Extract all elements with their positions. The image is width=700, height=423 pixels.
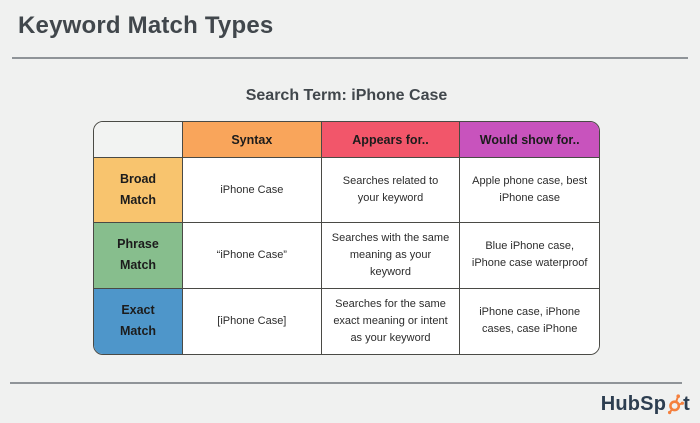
cell-phrase-syntax: “iPhone Case” [183, 223, 322, 289]
cell-phrase-would-show-for: Blue iPhone case, iPhone case waterproof [460, 223, 599, 289]
search-term-heading: Search Term: iPhone Case [245, 87, 448, 104]
hubspot-logo-suffix: t [683, 392, 690, 415]
row-header-phrase-match: Phrase Match [94, 223, 183, 289]
hubspot-logo-prefix: HubSp [600, 392, 667, 415]
keyword-match-table: Syntax Appears for.. Would show for.. Br… [93, 121, 600, 355]
bottom-divider [10, 382, 682, 384]
cell-exact-syntax: [iPhone Case] [183, 288, 322, 354]
top-divider [12, 57, 688, 59]
cell-exact-would-show-for: iPhone case, iPhone cases, case iPhone [460, 288, 599, 354]
page-title: Keyword Match Types [18, 12, 274, 39]
hubspot-logo: HubSp t [601, 391, 690, 417]
row-header-exact-match: Exact Match [94, 288, 183, 354]
hubspot-sprocket-icon [668, 394, 685, 415]
cell-broad-appears-for: Searches related to your keyword [321, 158, 461, 224]
cell-exact-appears-for: Searches for the same exact meaning or i… [321, 288, 461, 354]
column-header-appears-for: Appears for.. [321, 122, 461, 158]
cell-phrase-appears-for: Searches with the same meaning as your k… [321, 223, 461, 289]
column-header-syntax: Syntax [183, 122, 322, 158]
column-header-would-show-for: Would show for.. [460, 122, 599, 158]
row-header-broad-match: Broad Match [94, 158, 183, 224]
table-corner-cell [94, 122, 183, 158]
cell-broad-syntax: iPhone Case [183, 158, 322, 224]
cell-broad-would-show-for: Apple phone case, best iPhone case [460, 158, 599, 224]
